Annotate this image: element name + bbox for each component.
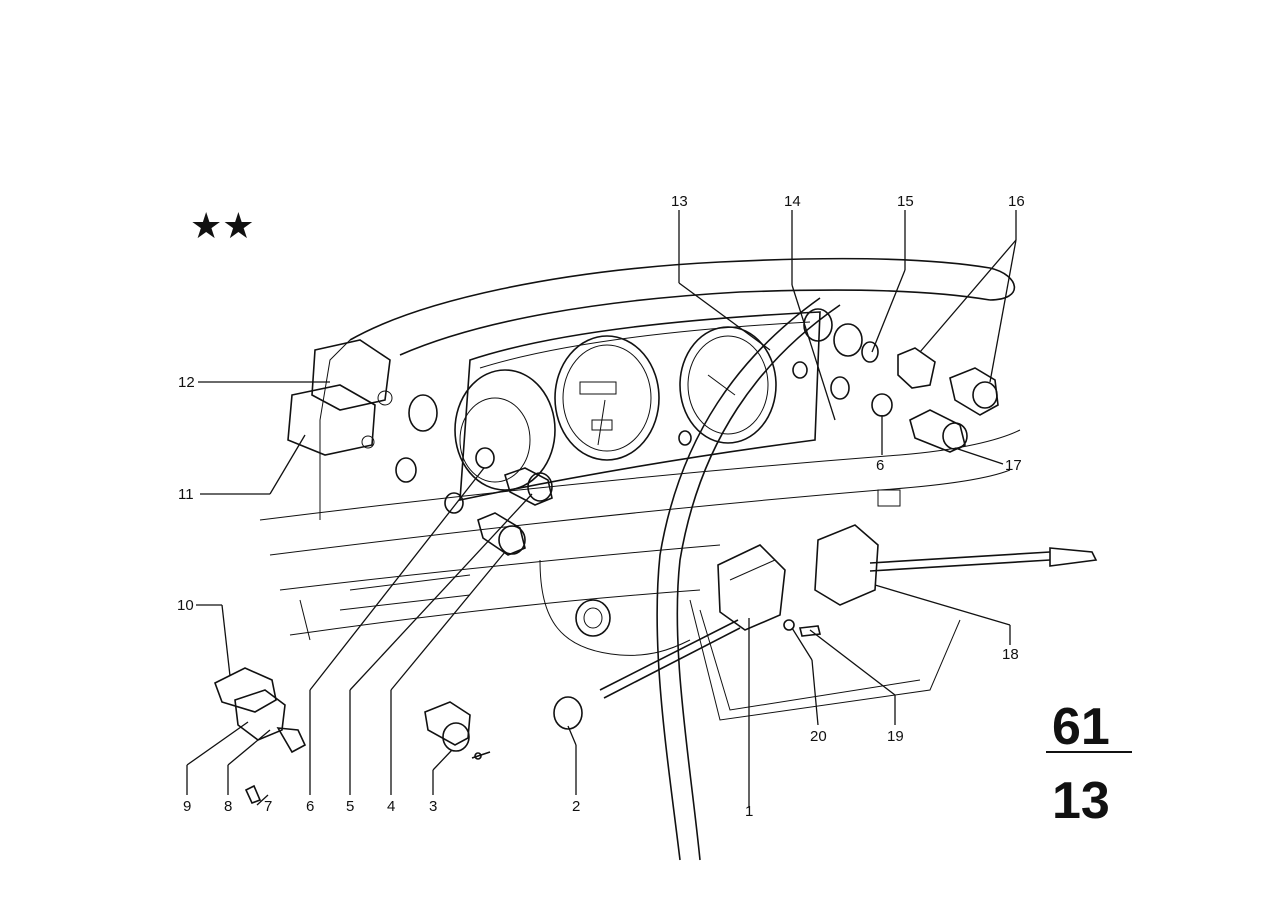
sub-group-number: 13 (1052, 772, 1110, 830)
callout-11: 11 (178, 486, 194, 503)
group-number: 61 (1052, 698, 1110, 756)
callout-3: 3 (429, 798, 437, 815)
callout-12: 12 (178, 374, 195, 391)
callout-labels: 13 14 15 16 12 11 6 17 10 18 20 19 9 8 7… (177, 193, 1025, 820)
callout-16: 16 (1008, 193, 1025, 210)
callout-5: 5 (346, 798, 354, 815)
callout-15: 15 (897, 193, 914, 210)
callout-9: 9 (183, 798, 191, 815)
callout-6: 6 (306, 798, 314, 815)
callout-10: 10 (177, 597, 194, 614)
callout-7: 7 (264, 798, 272, 815)
callout-20: 20 (810, 728, 827, 745)
callout-1: 1 (745, 803, 753, 820)
marker-stars: ★★ (190, 206, 255, 247)
callout-6-right: 6 (876, 457, 884, 474)
callout-4: 4 (387, 798, 395, 815)
callout-13: 13 (671, 193, 688, 210)
callout-18: 18 (1002, 646, 1019, 663)
leader-lines (186, 210, 1017, 808)
callout-2: 2 (572, 798, 580, 815)
dashboard-illustration (259, 257, 1021, 861)
callout-19: 19 (887, 728, 904, 745)
callout-17: 17 (1005, 457, 1022, 474)
group-number-block: 61 13 (1046, 698, 1132, 830)
callout-14: 14 (784, 193, 801, 210)
parts (214, 341, 1098, 805)
callout-8: 8 (224, 798, 232, 815)
